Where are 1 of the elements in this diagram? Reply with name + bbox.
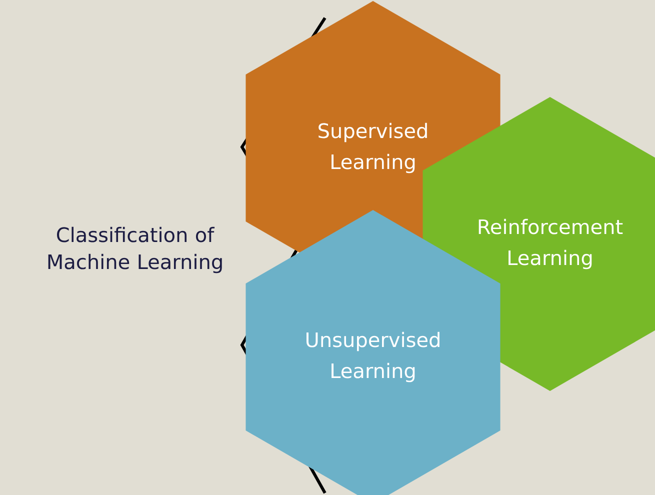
heading: Classification of Machine Learning xyxy=(48,226,222,274)
